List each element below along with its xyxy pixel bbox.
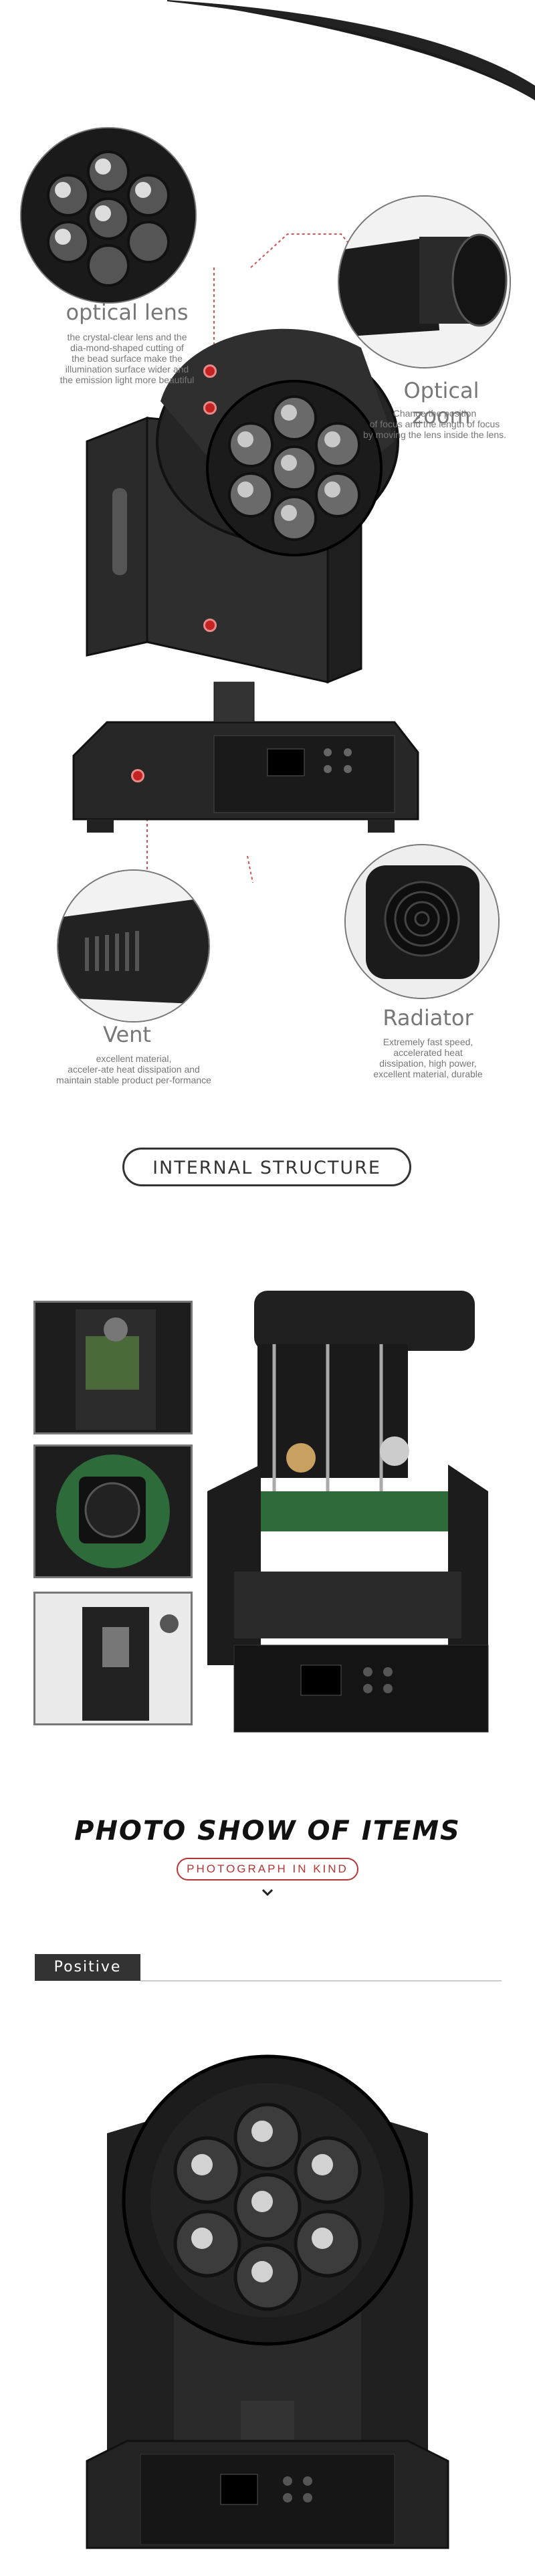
vent-desc: excellent material, acceler-ate heat dis… [27, 1053, 241, 1085]
optical-lens-desc-line: the crystal-clear lens and the [67, 332, 187, 342]
optical-lens-desc-line: illumination surface wider and [65, 364, 189, 374]
radiator-circle [344, 844, 500, 999]
optical-zoom-title: Optical zoom [403, 378, 479, 429]
optical-lens-desc-line: dia-mond-shaped cutting of [70, 342, 184, 353]
marker-dot-arm [203, 619, 217, 632]
marker-dot-lens [203, 364, 217, 378]
internal-thumb-2-image [35, 1446, 191, 1576]
positive-divider [140, 1980, 502, 1981]
header-swoosh [154, 0, 535, 100]
zoom-closeup-image [339, 197, 510, 367]
positive-tag: Positive [35, 1954, 140, 1981]
internal-structure-label: INTERNAL STRUCTURE [122, 1148, 411, 1186]
photo-show-title: PHOTO SHOW OF ITEMS [74, 1816, 461, 1846]
optical-lens-desc-line: the bead surface make the [72, 353, 183, 364]
internal-thumb-3-image [35, 1594, 191, 1723]
lens-closeup-image [21, 128, 195, 302]
vent-closeup-image [58, 871, 209, 1021]
optical-lens-title: optical lens [66, 300, 189, 325]
marker-dot-vent [131, 769, 144, 782]
optical-lens-circle [20, 127, 197, 304]
marker-dot-zoom [203, 401, 217, 415]
product-positive-image [86, 2054, 449, 2549]
optical-zoom-desc-line: by moving the lens inside the lens. [362, 429, 506, 440]
photograph-in-kind-label: PHOTOGRAPH IN KIND [177, 1858, 358, 1881]
internal-thumb-3 [33, 1592, 193, 1725]
vent-desc-line: acceler-ate heat dissipation and [68, 1064, 200, 1075]
vent-circle [57, 869, 210, 1023]
product-main-image [72, 233, 419, 883]
optical-zoom-desc-line: Change the position [393, 408, 477, 419]
optical-zoom-circle [338, 195, 511, 368]
optical-lens-desc: the crystal-clear lens and the dia-mond-… [13, 332, 241, 385]
chevron-down-icon [261, 1889, 274, 1897]
optical-lens-desc-line: the emission light more beautiful [60, 374, 195, 385]
optical-zoom-desc: Change the position of focus and the len… [348, 408, 522, 440]
optical-zoom-desc-line: of focus and the length of focus [369, 419, 500, 429]
radiator-closeup-image [346, 845, 498, 998]
vent-desc-line: excellent material, [96, 1053, 172, 1064]
internal-thumb-1-image [35, 1303, 191, 1432]
radiator-desc: Extremely fast speed, accelerated heat d… [348, 1037, 508, 1079]
vent-desc-line: maintain stable product per-formance [56, 1075, 211, 1085]
radiator-desc-line: Extremely fast speed, [383, 1037, 473, 1047]
radiator-desc-line: excellent material, durable [373, 1069, 483, 1079]
radiator-desc-line: accelerated heat [393, 1047, 463, 1058]
internal-structure-image [207, 1291, 489, 1733]
internal-thumb-1 [33, 1301, 193, 1434]
vent-title: Vent [103, 1022, 151, 1047]
internal-thumb-2 [33, 1444, 193, 1578]
radiator-title: Radiator [383, 1005, 473, 1031]
radiator-desc-line: dissipation, high power, [379, 1058, 477, 1069]
